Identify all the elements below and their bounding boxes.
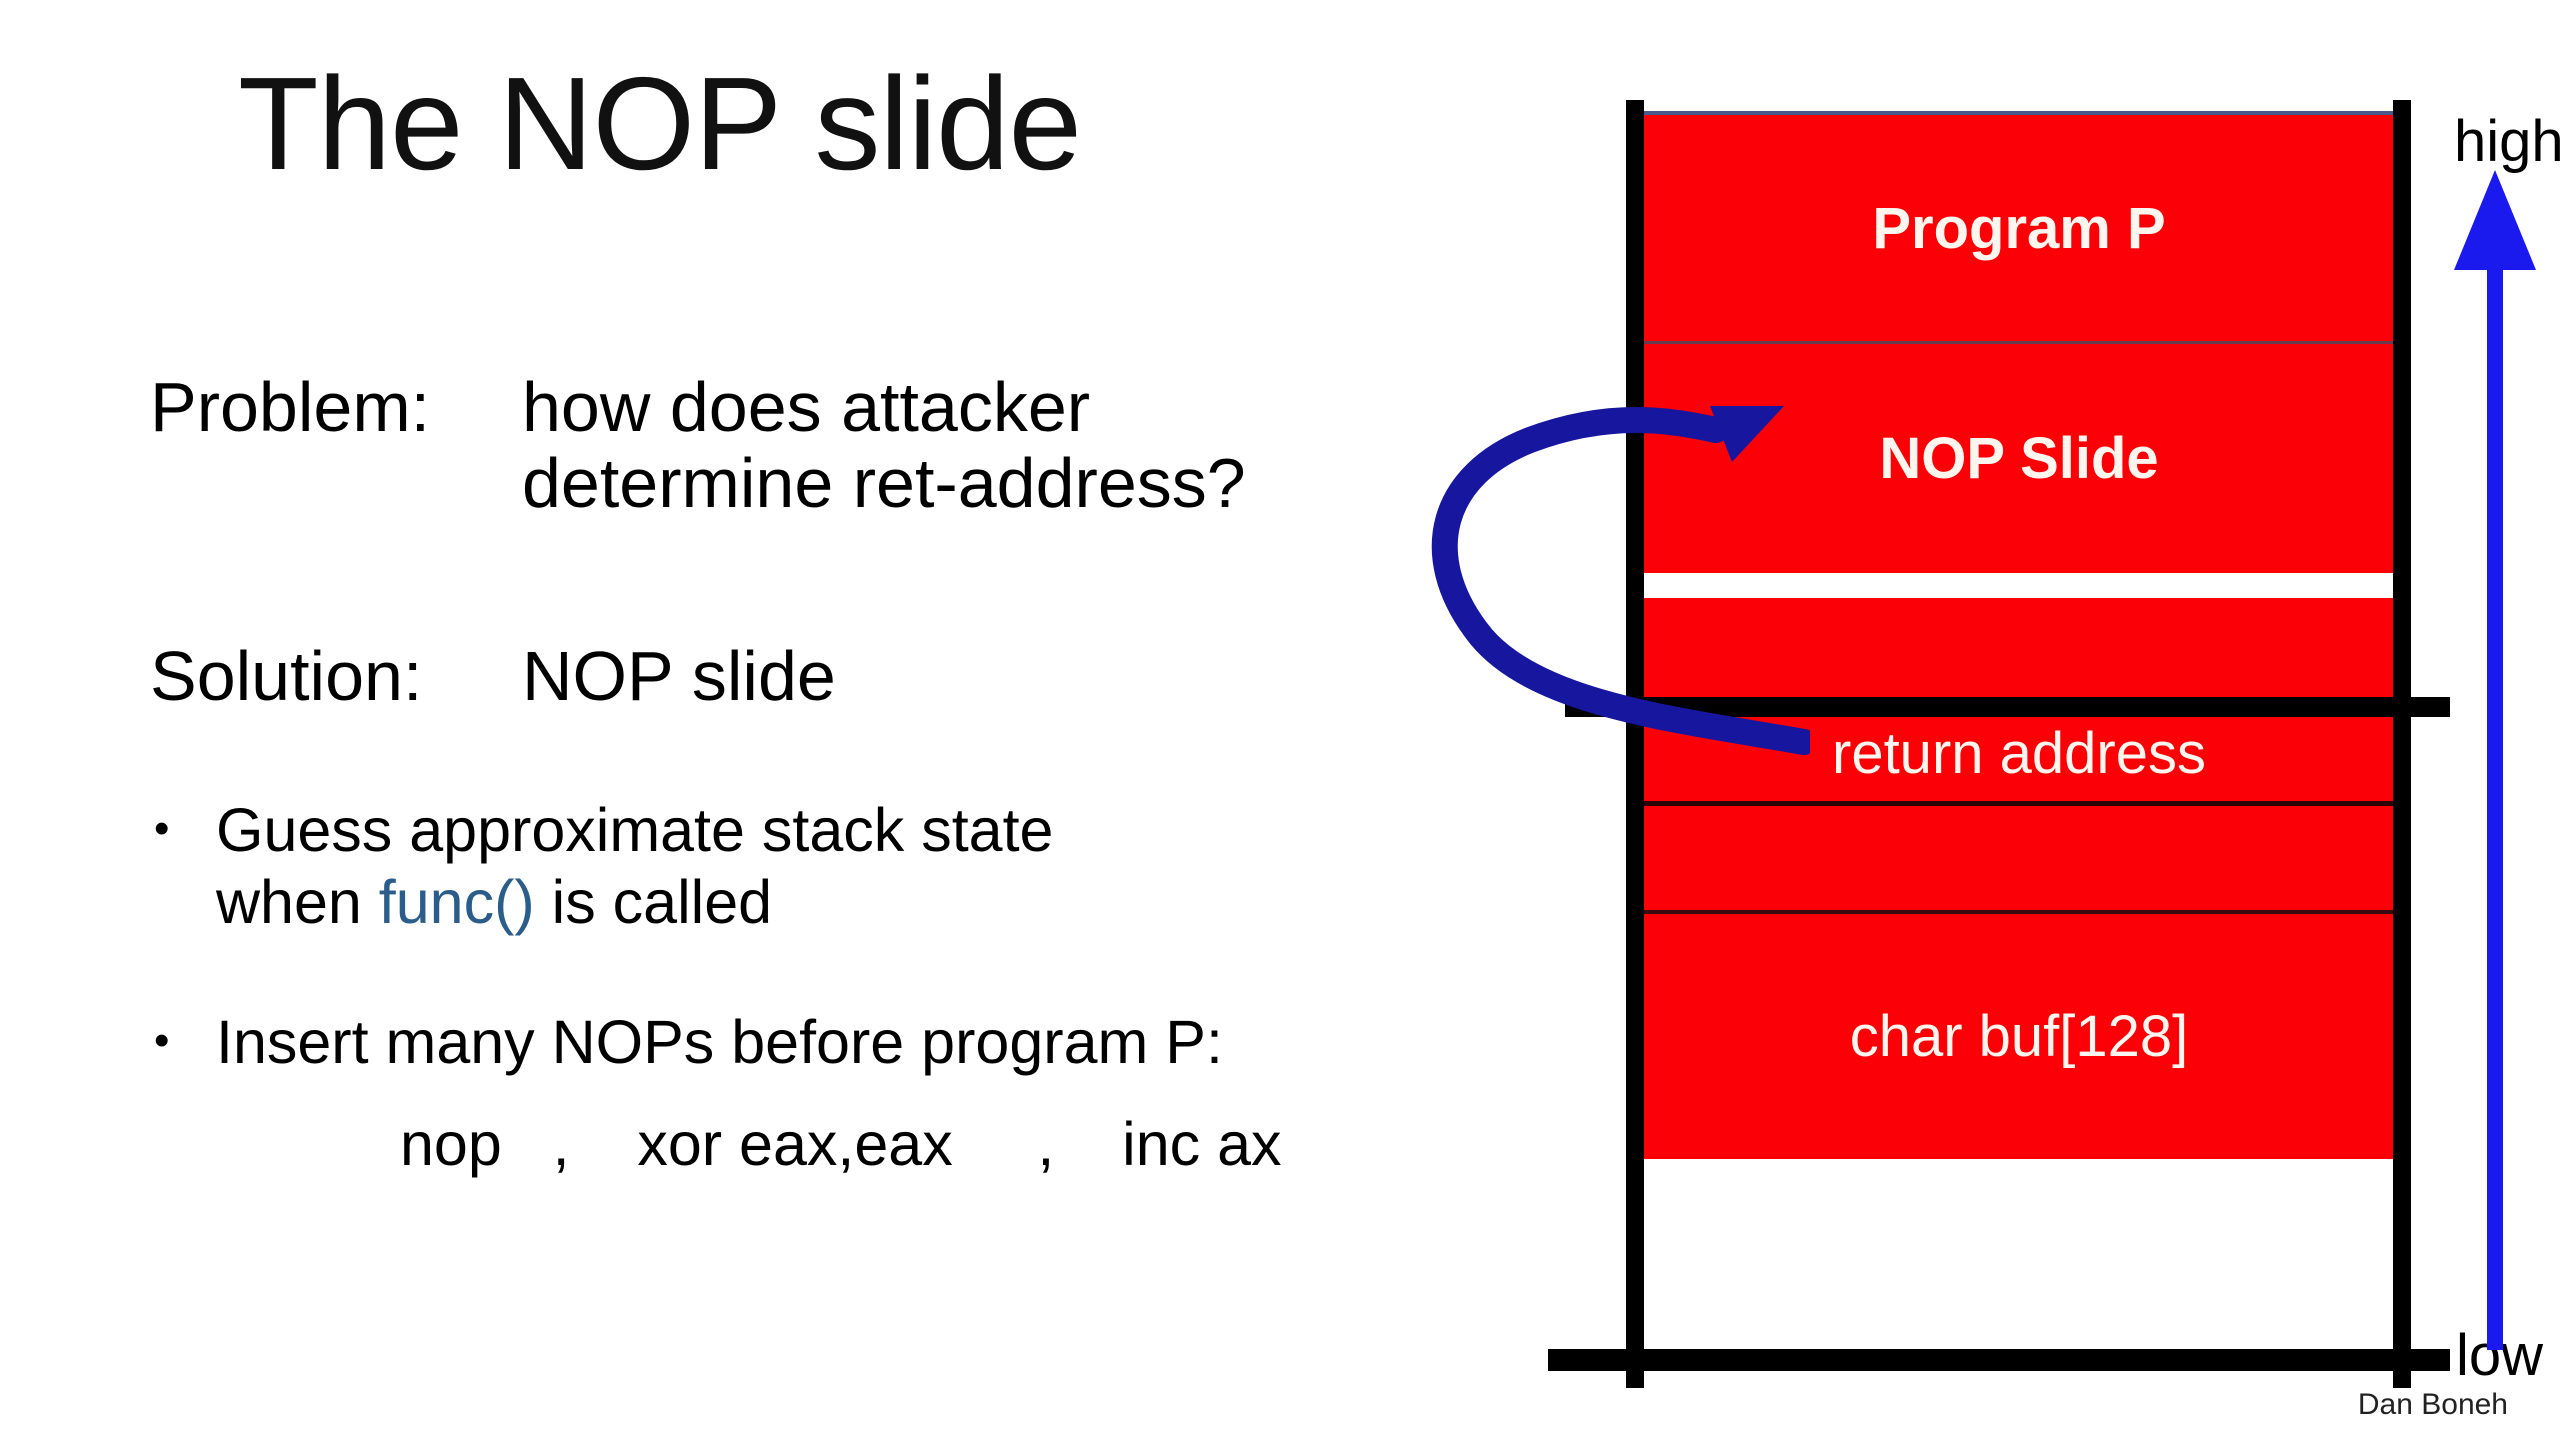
stack-segment-label: Program P	[1872, 195, 2166, 261]
attack-redirect-arrow-icon	[1431, 406, 1810, 755]
axis-label-high: high	[2454, 109, 2560, 174]
stack-base-bar	[1548, 1349, 2450, 1371]
stack-segment-gap-upper	[1640, 598, 2398, 705]
stack-segment-label: return address	[1832, 720, 2206, 786]
bullet-1-line-2-prefix: when	[216, 867, 379, 936]
stack-diagram: Program P NOP Slide return address char …	[1431, 100, 2560, 1440]
page-title: The NOP slide	[238, 50, 1082, 197]
stack-frame-divider	[1565, 697, 2450, 717]
bullet-1-line-1: Guess approximate stack state	[216, 795, 1054, 864]
address-direction-arrow-icon	[2454, 170, 2536, 1350]
bullet-2-text: Insert many NOPs before program P:	[216, 1007, 1470, 1079]
problem-statement: Problem: how does attacker	[150, 368, 1470, 446]
assembly-example: nop , xor eax,eax , inc ax	[400, 1109, 1282, 1178]
bullet-1-text: Guess approximate stack state when func(…	[216, 795, 1470, 939]
bullet-dot-icon: •	[154, 1015, 170, 1065]
author-credit: Dan Boneh	[2357, 1388, 2508, 1421]
solution-statement: Solution: NOP slide	[150, 639, 1470, 715]
stack-segment-program-p: Program P	[1640, 111, 2398, 344]
bullet-2-line-1: Insert many NOPs before program P:	[216, 1007, 1223, 1076]
stack-segment-char-buf: char buf[128]	[1640, 914, 2398, 1159]
stack-segment-nop-slide: NOP Slide	[1640, 344, 2398, 573]
problem-line-2: determine ret-address?	[522, 443, 1246, 522]
stack-segment-gap-lower	[1640, 806, 2398, 914]
func-call-code: func()	[378, 867, 535, 936]
solution-label: Solution:	[150, 637, 423, 716]
stack-segment-label: char buf[128]	[1849, 1004, 2189, 1069]
content-column: Problem: how does attacker determine ret…	[150, 368, 1470, 1179]
problem-line-1: how does attacker	[522, 368, 1091, 446]
stack-segments: Program P NOP Slide return address char …	[1640, 111, 2398, 1359]
bullet-1-line-2: when func() is called	[216, 868, 772, 936]
stack-segment-return-address: return address	[1640, 705, 2398, 806]
solution-text: NOP slide	[522, 637, 836, 716]
problem-label: Problem:	[150, 368, 431, 446]
list-item: • Insert many NOPs before program P:	[150, 1007, 1470, 1079]
stack-segment-label: NOP Slide	[1879, 426, 2159, 491]
list-item: • Guess approximate stack state when fun…	[150, 795, 1470, 939]
bullet-1-line-2-suffix: is called	[534, 867, 773, 936]
stack-wall-right	[2393, 100, 2411, 1388]
bullet-dot-icon: •	[154, 803, 170, 853]
